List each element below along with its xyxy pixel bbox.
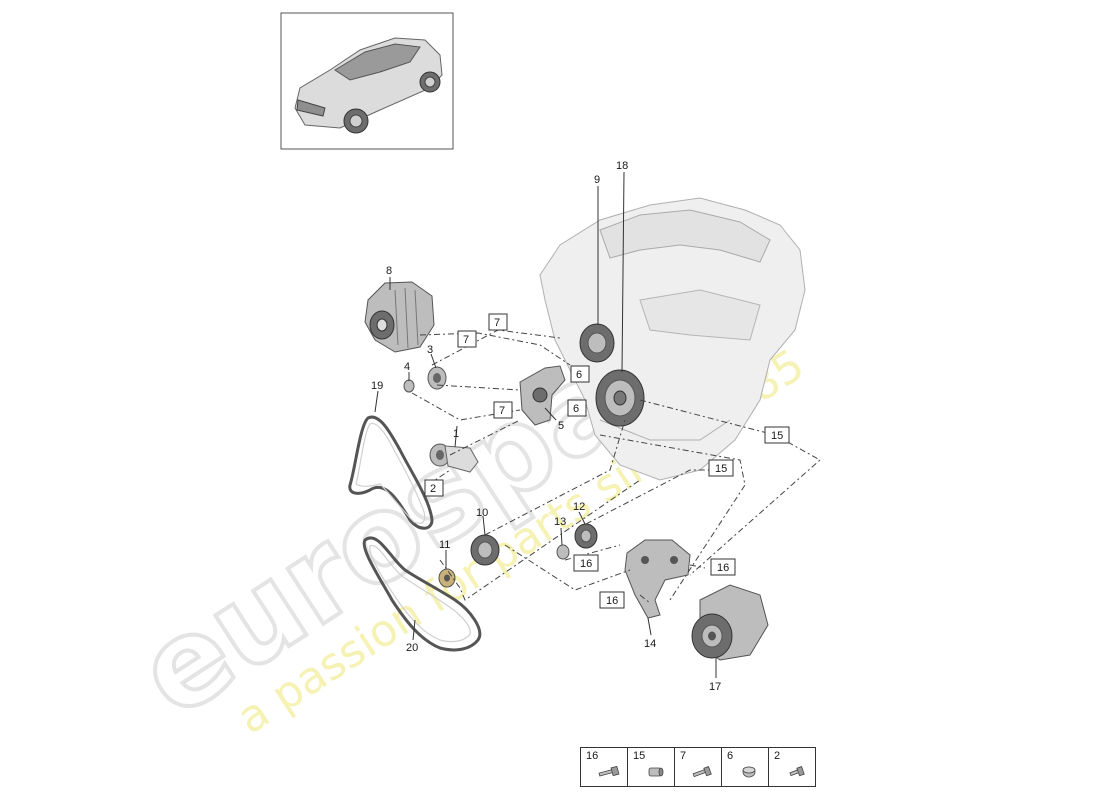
svg-text:16: 16 bbox=[717, 562, 729, 574]
callout-14: 14 bbox=[644, 638, 656, 650]
washer-13 bbox=[556, 544, 570, 560]
idler-3 bbox=[427, 366, 447, 390]
legend-number: 2 bbox=[774, 750, 781, 762]
callout-1: 1 bbox=[453, 428, 459, 440]
svg-text:6: 6 bbox=[576, 369, 582, 381]
callout-11: 11 bbox=[439, 539, 450, 551]
legend-cell-2: 2 bbox=[768, 747, 816, 787]
ac-compressor-17 bbox=[691, 584, 769, 661]
pulley-9 bbox=[579, 323, 615, 363]
callout-8: 8 bbox=[386, 265, 392, 277]
boxed-label-16b: 16 bbox=[710, 558, 736, 576]
svg-text:15: 15 bbox=[715, 463, 727, 475]
vibration-damper-18 bbox=[595, 369, 645, 427]
svg-text:16: 16 bbox=[606, 595, 618, 607]
boxed-label-16c: 16 bbox=[599, 591, 625, 609]
short-bolt-icon bbox=[789, 766, 805, 777]
svg-text:7: 7 bbox=[494, 317, 500, 329]
svg-text:7: 7 bbox=[499, 405, 505, 417]
belt-20 bbox=[362, 536, 482, 652]
callout-leaders bbox=[374, 171, 717, 678]
svg-text:16: 16 bbox=[580, 558, 592, 570]
svg-text:6: 6 bbox=[573, 403, 579, 415]
callouts: 1 3 4 5 8 9 10 11 12 13 14 17 18 19 20 bbox=[371, 160, 721, 693]
boxed-labels: 7 7 7 6 6 2 15 15 bbox=[424, 313, 790, 609]
boxed-label-7c: 7 bbox=[493, 401, 513, 419]
bolt-icon bbox=[692, 766, 712, 778]
boxed-label-6b: 6 bbox=[567, 399, 587, 417]
callout-3: 3 bbox=[427, 344, 433, 356]
boxed-label-15a: 15 bbox=[764, 426, 790, 444]
callout-13: 13 bbox=[554, 516, 566, 528]
car-illustration bbox=[294, 37, 443, 134]
svg-text:7: 7 bbox=[463, 334, 469, 346]
legend-number: 7 bbox=[680, 750, 687, 762]
legend-number: 16 bbox=[586, 750, 599, 762]
long-bolt-icon bbox=[598, 765, 620, 777]
bracket-14 bbox=[624, 539, 691, 619]
boxed-label-7a: 7 bbox=[488, 313, 508, 331]
bushing-icon bbox=[742, 766, 756, 778]
hardware-legend: 16 15 7 6 bbox=[580, 747, 816, 787]
callout-10: 10 bbox=[476, 507, 488, 519]
tensioner-1 bbox=[429, 443, 479, 473]
vehicle-thumbnail bbox=[280, 12, 454, 150]
pulley-10 bbox=[470, 534, 500, 566]
alternator-8 bbox=[364, 281, 435, 353]
callout-12: 12 bbox=[573, 501, 585, 513]
legend-cell-16: 16 bbox=[580, 747, 628, 787]
tensioner-bracket-5 bbox=[519, 365, 566, 426]
leader-lines bbox=[411, 329, 821, 604]
callout-9: 9 bbox=[594, 174, 600, 186]
belt-19 bbox=[348, 415, 434, 530]
callout-17: 17 bbox=[709, 681, 721, 693]
callout-5: 5 bbox=[558, 420, 564, 432]
callout-4: 4 bbox=[404, 361, 410, 373]
boxed-label-16a: 16 bbox=[573, 554, 599, 572]
washer-11 bbox=[438, 568, 456, 588]
legend-cell-7: 7 bbox=[674, 747, 722, 787]
svg-text:15: 15 bbox=[771, 430, 783, 442]
boxed-label-7b: 7 bbox=[457, 330, 477, 348]
boxed-label-6a: 6 bbox=[570, 365, 590, 383]
legend-number: 6 bbox=[727, 750, 734, 762]
idler-12 bbox=[574, 523, 598, 549]
legend-cell-15: 15 bbox=[627, 747, 675, 787]
sleeve-icon bbox=[648, 767, 664, 777]
callout-20: 20 bbox=[406, 642, 418, 654]
boxed-label-15b: 15 bbox=[708, 459, 734, 477]
legend-number: 15 bbox=[633, 750, 646, 762]
svg-text:2: 2 bbox=[430, 483, 436, 495]
callout-18: 18 bbox=[616, 160, 628, 172]
boxed-label-2: 2 bbox=[424, 479, 444, 497]
callout-19: 19 bbox=[371, 380, 383, 392]
washer-4 bbox=[403, 379, 415, 393]
legend-cell-6: 6 bbox=[721, 747, 769, 787]
